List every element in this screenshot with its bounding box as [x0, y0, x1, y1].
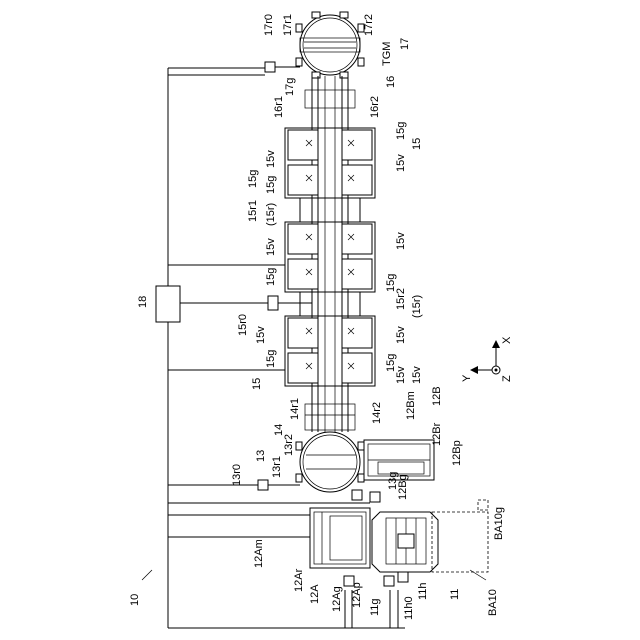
load-lock-12B: [364, 440, 434, 480]
label-15v-5: 15v: [255, 326, 267, 344]
label-12Ag: 12Ag: [331, 586, 343, 612]
load-lock-12A: [310, 508, 370, 568]
label-16r1: 16r1: [273, 96, 285, 118]
label-15r2: 15r2: [395, 288, 407, 310]
label-TGM: TGM: [381, 42, 393, 66]
label-14r1: 14r1: [289, 398, 301, 420]
label-17r1: 17r1: [282, 14, 294, 36]
label-15g-3: 15g: [265, 176, 277, 194]
label-15v-2: 15v: [395, 154, 407, 172]
label-12A: 12A: [309, 584, 321, 604]
label-13: 13: [255, 450, 267, 462]
gas-box-12Bg: [370, 492, 380, 502]
label-16: 16: [385, 76, 397, 88]
label-12Ar: 12Ar: [293, 568, 305, 592]
gas-box-11g: [384, 576, 394, 586]
label-13r0: 13r0: [231, 464, 243, 486]
label-15g-4: 15g: [265, 268, 277, 286]
label-11g: 11g: [369, 598, 381, 616]
boundary-ba10: [432, 512, 488, 572]
gas-box-13g: [352, 490, 362, 500]
label-17: 17: [399, 38, 411, 50]
label-16r2: 16r2: [369, 96, 381, 118]
label-15v-6: 15v: [395, 326, 407, 344]
label-12Am: 12Am: [253, 539, 265, 568]
label-axis-y: Y: [461, 374, 473, 382]
label-12Br: 12Br: [431, 422, 443, 446]
label-14r2: 14r2: [371, 402, 383, 424]
gas-box-15r0: [268, 296, 278, 310]
label-15r0: 15r0: [237, 314, 249, 336]
label-12B: 12B: [431, 386, 443, 406]
label-17g: 17g: [284, 78, 296, 96]
label-15v-7: 15v: [395, 366, 407, 384]
label-15r1: 15r1: [247, 200, 259, 222]
label-axis-z: Z: [501, 375, 513, 382]
label-11h: 11h: [417, 582, 429, 600]
axis-indicator: [470, 340, 500, 374]
label-17r0: 17r0: [263, 14, 275, 36]
gas-box-13r0: [258, 480, 268, 490]
transfer-module-17: [296, 12, 364, 78]
process-modules-15: [285, 128, 375, 386]
label-BA10: BA10: [487, 589, 499, 616]
controller-box: [156, 286, 180, 322]
label-15v-1: 15v: [265, 150, 277, 168]
label-15v-4: 15v: [395, 232, 407, 250]
transfer-module-13: [296, 432, 364, 492]
label-15r2-paren: (15r): [411, 295, 423, 318]
label-17r2: 17r2: [363, 14, 375, 36]
label-15-top: 15: [411, 138, 423, 150]
gas-box-11h0: [398, 572, 408, 582]
label-controller: 18: [137, 296, 149, 308]
label-axis-x: X: [501, 336, 513, 344]
gas-box-17g: [265, 62, 275, 72]
label-15g-2: 15g: [247, 170, 259, 188]
label-15g-1: 15g: [395, 122, 407, 140]
label-15r1-paren: (15r): [265, 203, 277, 226]
label-BA10g: BA10g: [493, 507, 505, 540]
label-11h0: 11h0: [403, 596, 415, 620]
label-system: 10: [129, 594, 141, 606]
label-12Bm: 12Bm: [405, 391, 417, 420]
loader-module-11: [372, 512, 438, 572]
label-15v-8: 15v: [411, 366, 423, 384]
label-12Ap: 12Ap: [351, 582, 363, 608]
label-13r1: 13r1: [271, 456, 283, 478]
label-15-bottom: 15: [251, 378, 263, 390]
leader-system: [142, 570, 152, 580]
label-15g-6: 15g: [265, 350, 277, 368]
label-13r2: 13r2: [283, 434, 295, 456]
label-11: 11: [449, 589, 461, 600]
label-12Bp: 12Bp: [451, 440, 463, 466]
label-15v-3: 15v: [265, 238, 277, 256]
label-12Bg: 12Bg: [397, 474, 409, 500]
